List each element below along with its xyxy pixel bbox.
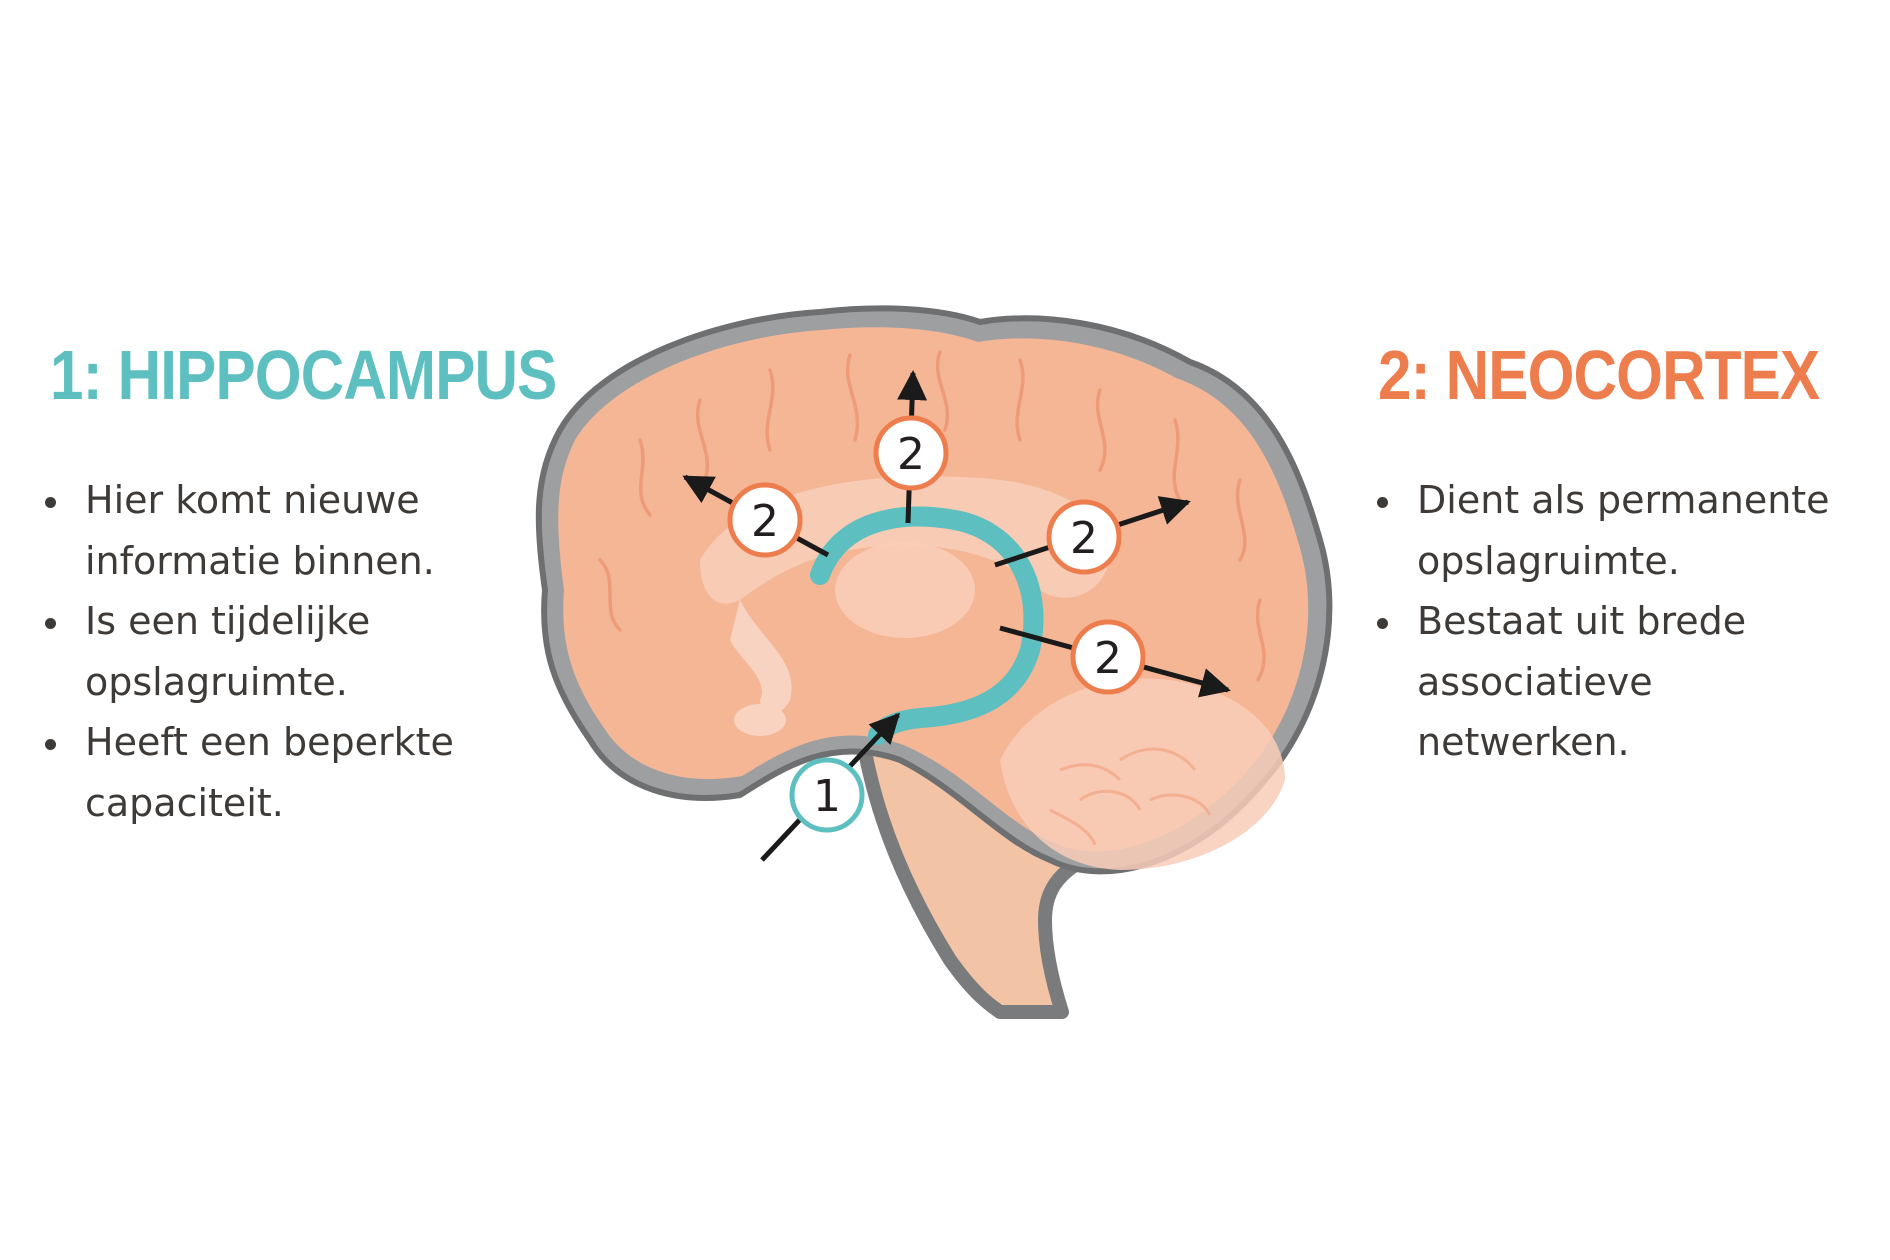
bullet-text: Heeft een beperkte capaciteit. xyxy=(85,720,454,825)
marker-label: 2 xyxy=(1070,513,1098,564)
marker-label: 2 xyxy=(897,429,925,480)
neocortex-title: 2: NEOCORTEX xyxy=(1378,336,1820,414)
cortex-sulci xyxy=(598,350,1266,682)
bullet-dot-icon xyxy=(45,497,56,508)
hippocampus-bullet: Hier komt nieuwe informatie binnen. xyxy=(45,470,525,591)
cerebellum-folds xyxy=(1049,747,1212,846)
marker-label: 2 xyxy=(751,496,779,547)
marker-2: 2 xyxy=(873,415,949,491)
marker-circle xyxy=(873,415,949,491)
marker-label: 1 xyxy=(813,771,841,822)
marker-circle xyxy=(789,757,865,833)
bullet-dot-icon xyxy=(45,739,56,750)
inner-ventricle-shape xyxy=(730,600,792,714)
hippocampus-shape xyxy=(810,506,1044,745)
neocortex-bullet-list: Dient als permanente opslagruimte. Besta… xyxy=(1377,470,1847,773)
marker-circle xyxy=(1070,619,1146,695)
neocortex-bullet: Dient als permanente opslagruimte. xyxy=(1377,470,1847,591)
hippocampus-title: 1: HIPPOCAMPUS xyxy=(50,336,557,414)
marker-1: 1 xyxy=(789,757,865,833)
hippocampus-bullet: Is een tijdelijke opslagruimte. xyxy=(45,591,525,712)
pons-shape xyxy=(734,704,786,736)
marker-2: 2 xyxy=(727,482,803,558)
neocortex-bullet: Bestaat uit brede associatieve netwerken… xyxy=(1377,591,1847,773)
hippocampus-bullet-list: Hier komt nieuwe informatie binnen. Is e… xyxy=(45,470,525,833)
hippocampus-bullet: Heeft een beperkte capaciteit. xyxy=(45,712,525,833)
marker-2: 2 xyxy=(1046,499,1122,575)
bullet-dot-icon xyxy=(1377,497,1388,508)
corpus-callosum-shape xyxy=(700,476,1110,604)
marker-circle xyxy=(1046,499,1122,575)
marker-circle xyxy=(727,482,803,558)
marker-2: 2 xyxy=(1070,619,1146,695)
bullet-text: Is een tijdelijke opslagruimte. xyxy=(85,599,371,704)
bullet-dot-icon xyxy=(1377,618,1388,629)
marker-label: 2 xyxy=(1094,633,1122,684)
bullet-text: Dient als permanente opslagruimte. xyxy=(1417,478,1830,583)
thalamus-shape xyxy=(835,542,975,638)
bullet-text: Hier komt nieuwe informatie binnen. xyxy=(85,478,435,583)
bullet-dot-icon xyxy=(45,618,56,629)
bullet-text: Bestaat uit brede associatieve netwerken… xyxy=(1417,599,1747,764)
